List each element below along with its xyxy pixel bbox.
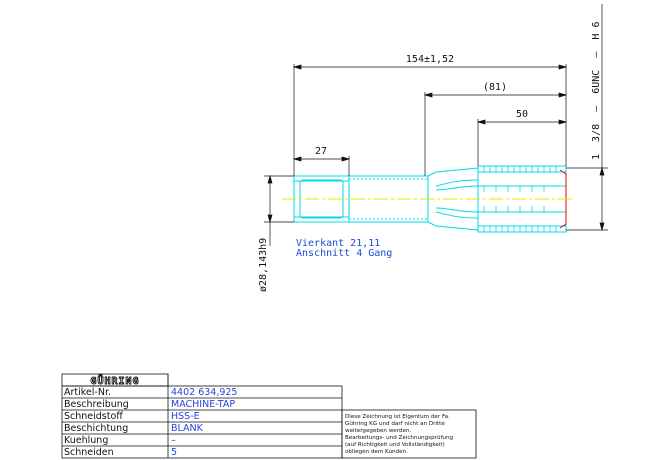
ref-length-label: (81): [483, 82, 507, 93]
row-label-cooling: Kuehlung: [64, 435, 108, 446]
row-value-cooling: –: [171, 435, 176, 446]
note-chamfer: Anschnitt 4 Gang: [296, 248, 392, 259]
shank-diameter-label: ø28,143h9: [258, 238, 269, 292]
row-label-coating: Beschichtung: [64, 423, 128, 434]
row-label-flutes: Schneiden: [64, 447, 114, 458]
square-length-label: 27: [315, 146, 327, 157]
row-label-article: Artikel-Nr.: [64, 387, 111, 398]
disclaimer-line: (auf Richtigkeit und Vollständigkeit): [345, 442, 445, 448]
disclaimer-line: weitergegeben werden.: [345, 428, 411, 434]
title-block-rows: Artikel-Nr. 4402 634,925 Beschreibung MA…: [64, 387, 237, 458]
row-label-description: Beschreibung: [64, 399, 129, 410]
thread-designation-label: 1 3/8 – 6UNC – H 6: [591, 22, 602, 160]
guehring-logo: GÜHRING: [90, 373, 139, 387]
thread-teeth: [483, 166, 557, 232]
note-square: Vierkant 21,11: [296, 238, 380, 249]
overall-length-label: 154±1,52: [406, 54, 454, 65]
tool-outline: [293, 165, 567, 233]
disclaimer-line: Bearbeitungs- und Zeichnungsprüfung: [345, 435, 454, 441]
disclaimer: Diese Zeichnung ist Eigentum der Fa. Güh…: [345, 414, 454, 455]
flute-upper: [435, 179, 479, 191]
neck: [427, 167, 479, 231]
thread-length-label: 50: [516, 109, 528, 120]
disclaimer-line: obliegen dem Kunden.: [345, 449, 408, 455]
disclaimer-line: Diese Zeichnung ist Eigentum der Fa.: [345, 414, 450, 420]
row-value-coating: BLANK: [171, 423, 204, 434]
disclaimer-line: Gühring KG und darf nicht an Dritte: [345, 421, 445, 427]
dimension-lines: [264, 4, 608, 246]
row-value-article: 4402 634,925: [171, 387, 237, 398]
row-label-material: Schneidstoff: [64, 411, 123, 422]
title-block: [61, 373, 477, 459]
row-value-description: MACHINE-TAP: [171, 399, 235, 410]
flute-lower: [435, 207, 479, 219]
row-value-flutes: 5: [171, 447, 177, 458]
row-value-material: HSS-E: [171, 411, 200, 422]
